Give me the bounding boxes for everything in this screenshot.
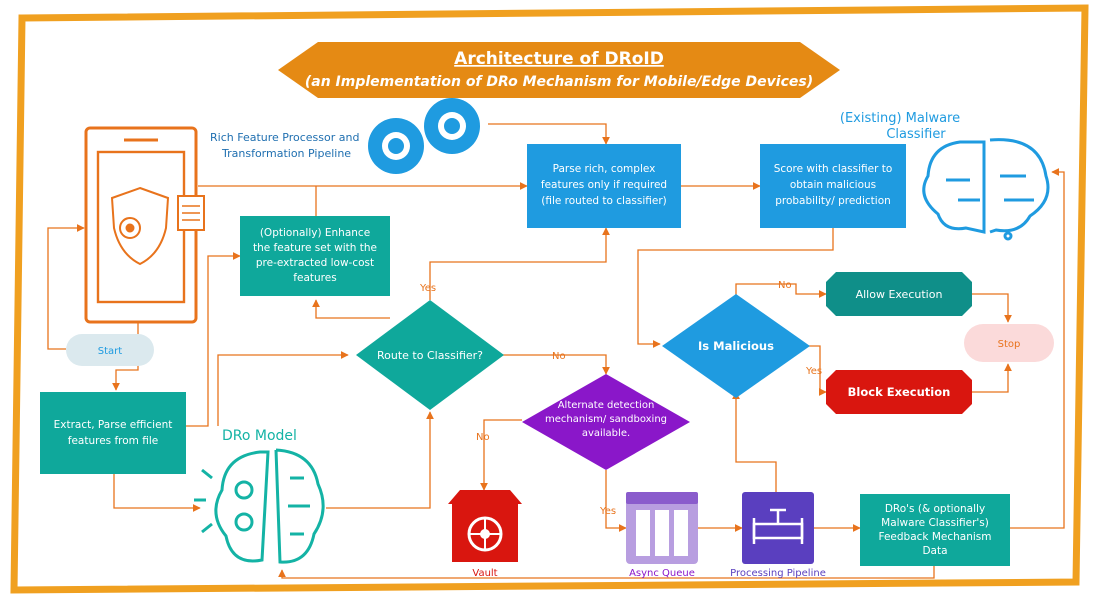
async-queue-icon bbox=[626, 492, 698, 564]
edge-malicious-block bbox=[808, 345, 827, 396]
extract-features-box bbox=[40, 392, 186, 474]
edge-allow-stop bbox=[972, 293, 1012, 323]
parse-rich-line-3: (file routed to classifier) bbox=[541, 195, 667, 207]
edge-label-route-yes: Yes bbox=[419, 283, 436, 294]
parse-rich-line-2: features only if required bbox=[541, 179, 667, 191]
alternate-line-3: available. bbox=[582, 428, 630, 439]
alternate-line-2: mechanism/ sandboxing bbox=[545, 414, 667, 425]
route-decision-diamond bbox=[356, 300, 504, 410]
parse-rich-features-box bbox=[527, 144, 681, 228]
parse-rich-line-1: Parse rich, complex bbox=[553, 163, 656, 175]
gears-icon bbox=[368, 98, 480, 174]
enhance-line-4: features bbox=[293, 272, 336, 284]
edge-extract-dro bbox=[113, 474, 201, 512]
edge-block-stop bbox=[972, 363, 1012, 393]
route-decision-label: Route to Classifier? bbox=[377, 349, 483, 362]
edge-label-mal-yes: Yes bbox=[805, 366, 822, 377]
dro-model-brain-icon bbox=[194, 448, 325, 564]
score-line-3: probability/ prediction bbox=[775, 195, 891, 207]
vault-label: Vault bbox=[472, 568, 497, 579]
stop-node bbox=[964, 324, 1054, 362]
edge-label-alt-no: No bbox=[476, 432, 490, 443]
alternate-line-1: Alternate detection bbox=[558, 400, 655, 411]
stop-label: Stop bbox=[998, 339, 1021, 350]
diagram-subtitle: (an Implementation of DRo Mechanism for … bbox=[305, 74, 813, 90]
dro-model-label: DRo Model bbox=[222, 428, 297, 444]
score-classifier-box bbox=[760, 144, 906, 228]
edge-alt-queue bbox=[605, 470, 627, 532]
edge-start-phone bbox=[47, 224, 85, 350]
edge-route-alt bbox=[502, 354, 610, 375]
classifier-label-line1: (Existing) Malware bbox=[840, 111, 960, 126]
rich-feature-label-line1: Rich Feature Processor and bbox=[210, 131, 359, 144]
edge-dro-route bbox=[326, 411, 434, 509]
malicious-decision-label: Is Malicious bbox=[698, 339, 774, 353]
edge-feedback-classifier bbox=[1010, 168, 1065, 529]
extract-line-1: Extract, Parse efficient bbox=[54, 419, 173, 431]
edge-extract-route bbox=[217, 351, 349, 426]
block-execution-label: Block Execution bbox=[848, 385, 951, 399]
edge-extract-enhance bbox=[186, 252, 241, 427]
classifier-brain-icon bbox=[922, 138, 1050, 241]
edge-route-enhance bbox=[312, 299, 390, 319]
vault-icon bbox=[448, 490, 522, 562]
feedback-data-box bbox=[860, 494, 1010, 566]
edge-feedback-dro bbox=[278, 566, 935, 579]
edge-alt-vault bbox=[480, 419, 522, 491]
edge-label-alt-yes: Yes bbox=[599, 506, 616, 517]
edge-gears-parse bbox=[488, 123, 610, 145]
processing-pipeline-icon bbox=[742, 492, 814, 564]
allow-execution-box bbox=[826, 272, 972, 316]
outer-frame bbox=[10, 4, 1089, 594]
edge-pipeline-malicious bbox=[732, 391, 777, 492]
processing-pipeline-label: Processing Pipeline bbox=[730, 568, 826, 579]
feedback-line-2: Malware Classifier's) bbox=[881, 517, 989, 529]
feedback-line-1: DRo's (& optionally bbox=[885, 503, 985, 515]
start-label: Start bbox=[98, 346, 123, 357]
block-execution-box bbox=[826, 370, 972, 414]
rich-feature-label-line2: Transformation Pipeline bbox=[221, 147, 351, 160]
mobile-device-icon bbox=[84, 126, 205, 324]
title-banner bbox=[278, 42, 840, 98]
allow-execution-label: Allow Execution bbox=[856, 288, 943, 301]
enhance-line-3: pre-extracted low-cost bbox=[256, 257, 374, 269]
start-node bbox=[66, 334, 154, 366]
enhance-line-2: the feature set with the bbox=[253, 242, 377, 254]
diagram-title: Architecture of DRoID bbox=[454, 49, 664, 69]
feedback-line-3: Feedback Mechanism bbox=[879, 531, 992, 543]
edge-route-yes bbox=[429, 227, 610, 300]
enhance-features-box bbox=[240, 216, 390, 296]
feedback-line-4: Data bbox=[922, 545, 947, 557]
connectors bbox=[47, 123, 1065, 579]
score-line-2: obtain malicious bbox=[790, 179, 876, 191]
edge-malicious-allow bbox=[735, 283, 827, 298]
async-queue-label: Async Queue bbox=[629, 568, 695, 579]
score-line-1: Score with classifier to bbox=[774, 163, 893, 175]
edge-label-route-no: No bbox=[552, 351, 566, 362]
edge-label-mal-no: No bbox=[778, 280, 792, 291]
extract-line-2: features from file bbox=[68, 435, 158, 447]
edge-score-malicious bbox=[637, 228, 834, 348]
enhance-line-1: (Optionally) Enhance bbox=[260, 227, 370, 239]
classifier-label-line2: Classifier bbox=[886, 127, 946, 142]
malicious-decision-diamond bbox=[662, 294, 810, 398]
alternate-decision-diamond bbox=[522, 374, 690, 470]
